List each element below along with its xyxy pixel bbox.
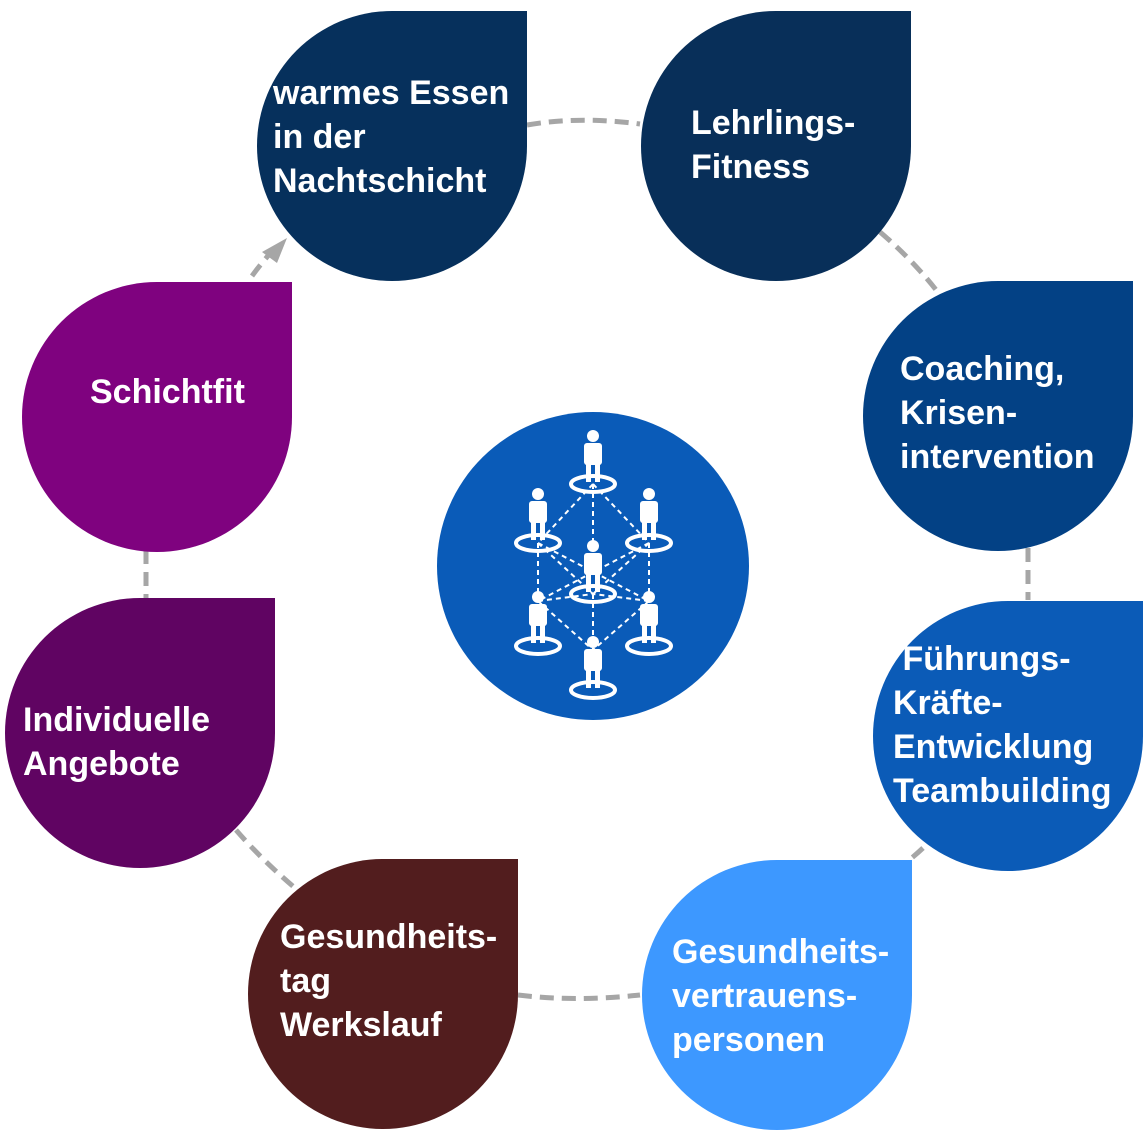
connector-6: [234, 828, 297, 890]
person-icon: [640, 591, 658, 643]
person-icon: [640, 488, 658, 540]
item-label: Lehrlings- Fitness: [691, 104, 856, 186]
item-lehrlings-fitness: Lehrlings- Fitness: [641, 11, 911, 281]
person-icon: [584, 540, 602, 592]
ring: [514, 533, 562, 553]
item-label: Führungs- Kräfte- Entwicklung Teambuildi…: [893, 640, 1112, 810]
item-label: Individuelle Angebote: [23, 701, 211, 783]
item-label: Coaching, Krisen- intervention: [900, 350, 1095, 476]
petal-shape: [248, 859, 518, 1129]
ring: [514, 636, 562, 656]
person-icon: [584, 430, 602, 482]
petal-shape: [642, 860, 912, 1130]
connector-2: [878, 230, 942, 297]
item-fuehrungskraefte: Führungs- Kräfte- Entwicklung Teambuildi…: [873, 601, 1143, 871]
item-gesundheitsvertrauenspersonen: Gesundheits- vertrauens- personen: [642, 860, 912, 1130]
arrowhead: [262, 238, 287, 263]
person-icon: [584, 636, 602, 688]
ring: [569, 680, 617, 700]
item-warmes-essen: warmes Essen in der Nachtschicht: [257, 11, 527, 281]
connector-5: [517, 992, 641, 1001]
item-label: Gesundheits- vertrauens- personen: [672, 933, 890, 1059]
petal-shape: [641, 11, 911, 281]
petal-shape: [5, 598, 275, 868]
item-label: Schichtfit: [90, 373, 245, 411]
person-icon: [529, 488, 547, 540]
ring: [625, 636, 673, 656]
item-label: warmes Essen in der Nachtschicht: [273, 74, 510, 200]
item-coaching: Coaching, Krisen- intervention: [863, 281, 1133, 551]
ring: [625, 533, 673, 553]
item-label: Gesundheits- tag Werkslauf: [280, 918, 498, 1044]
ring: [569, 584, 617, 604]
item-individuelle-angebote: Individuelle Angebote: [5, 598, 275, 868]
ring: [569, 474, 617, 494]
person-icon: [529, 591, 547, 643]
connector-1: [526, 117, 641, 128]
hub-circle: [437, 412, 749, 720]
petal-shape: [863, 281, 1133, 551]
petal-shape: [873, 601, 1143, 871]
people-network-icon: [514, 430, 673, 700]
petal-shape: [257, 11, 527, 281]
petal-shape: [22, 282, 292, 552]
item-gesundheitstag: Gesundheits- tag Werkslauf: [248, 859, 518, 1129]
item-schichtfit: Schichtfit: [22, 282, 292, 552]
